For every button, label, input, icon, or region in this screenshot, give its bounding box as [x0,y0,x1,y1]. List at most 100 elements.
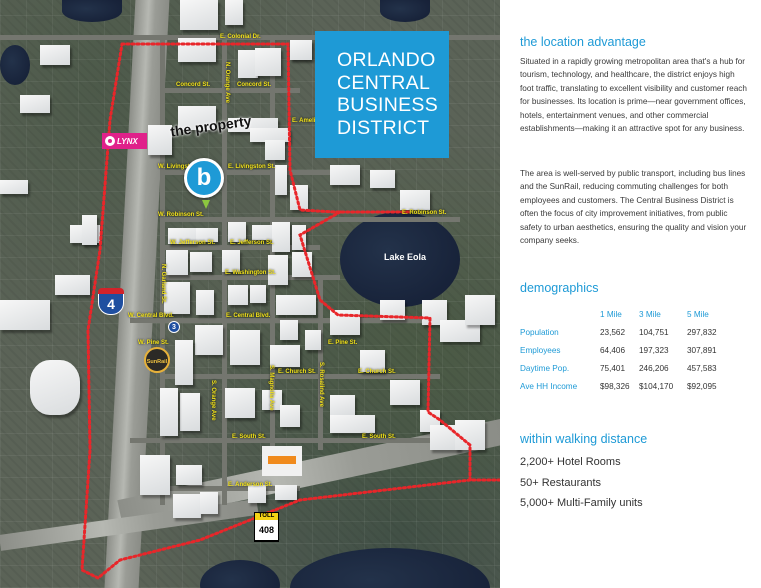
street-label-concord-w: Concord St. [176,82,210,88]
building [55,275,90,295]
building [465,295,495,325]
column-header: 5 Mile [687,309,709,319]
street-label-central-e: E. Central Blvd. [226,313,271,319]
cell: 197,323 [639,345,669,355]
aerial-map: E. Colonial Dr. Concord St. Concord St. … [0,0,500,588]
building [275,485,297,500]
building [175,340,193,385]
cell: 104,751 [639,327,669,337]
property-marker-icon[interactable]: b [184,158,224,198]
demographics-table: 1 Mile 3 Mile 5 Mile Population 23,562 1… [520,305,755,395]
building [270,345,300,367]
walking-heading: within walking distance [520,432,648,446]
table-row: Employees 64,406 197,323 307,891 [520,341,755,359]
street-label-pine-e: E. Pine St. [328,340,358,346]
street-label-washington: E. Washington St. [225,270,276,276]
building [230,330,260,365]
street-label-concord-e: Concord St. [237,82,271,88]
building [82,215,97,245]
street-label-n-orange: N. Orange Ave [224,62,230,103]
building [400,190,430,210]
building [262,390,282,410]
cell: 297,832 [687,327,717,337]
building [168,228,196,244]
building [228,222,246,242]
building [228,285,248,305]
street-label-colonial: E. Colonial Dr. [220,34,261,40]
building [330,165,360,185]
building [440,320,480,342]
street-label-livingston-e: E. Livingston St. [228,164,276,170]
building [252,225,272,240]
building [390,380,420,405]
list-item: 50+ Restaurants [520,476,602,489]
building [173,494,201,518]
street-label-jefferson-w: W. Jefferson St. [170,240,216,246]
livingston-road [160,170,340,175]
building [0,180,28,194]
lake-northwest [0,45,30,85]
row-label: Employees [520,345,561,355]
cell: $104,170 [639,381,674,391]
cell: 246,206 [639,363,669,373]
toll-408-shield-icon: TOLL 408 [254,512,279,542]
lake-north [62,0,122,22]
building [330,415,375,433]
title-line: DISTRICT [337,116,430,139]
cell: 64,406 [600,345,626,355]
table-row: Ave HH Income $98,326 $104,170 $92,095 [520,377,755,395]
concord-road [160,88,300,93]
building [330,395,355,415]
location-heading: the location advantage [520,35,646,49]
street-label-amelia: E. Amelia St. [292,118,329,124]
cell: $98,326 [600,381,630,391]
building [265,140,285,160]
list-item: 5,000+ Multi-Family units [520,497,643,509]
location-paragraph-1: Situated in a rapidly growing metropolit… [520,57,747,134]
table-row: Population 23,562 104,751 297,832 [520,323,755,341]
street-label-rosalind: S. Rosalind Ave [318,362,324,407]
walking-list: 2,200+ Hotel Rooms 50+ Restaurants 5,000… [520,452,643,514]
building [148,125,172,155]
building [196,290,214,315]
lake-northeast [380,0,430,22]
street-label-livingston-w: W. Livingston St. [158,164,207,170]
robinson-road [160,217,460,222]
street-label-garland: N. Garland St. [160,264,166,304]
row-label: Population [520,327,559,337]
title-line: ORLANDO [337,49,436,71]
building [180,393,200,431]
street-label-robinson-e: E. Robinson St. [402,210,447,216]
toll-label: TOLL [255,513,278,520]
cell: 457,583 [687,363,717,373]
lynx-label: LYNX [117,136,138,146]
demographics-heading: demographics [520,281,599,295]
garland-road [160,35,165,505]
street-label-church-e: E. Church St. [358,369,396,375]
cell: 307,891 [687,345,717,355]
interstate-number: 4 [98,294,124,315]
building [276,295,316,315]
building [250,285,266,303]
lynx-logo: LYNX [102,133,147,149]
building [290,185,308,210]
building [272,222,290,252]
building [20,95,50,113]
street-label-central-w: W. Central Blvd. [128,313,174,319]
column-header: 1 Mile [600,309,622,319]
building [370,170,395,188]
column-header: 3 Mile [639,309,661,319]
list-item: 2,200+ Hotel Rooms [520,456,621,468]
south-road [130,438,440,443]
building [0,300,50,330]
row-label: Ave HH Income [520,381,578,391]
paw-icon [105,136,115,146]
jefferson-road [160,245,320,250]
building [166,250,188,275]
colonial-road [0,35,500,40]
lake-eola-label: Lake Eola [384,252,427,262]
building [280,405,300,427]
district-boundary [80,42,500,580]
building [176,465,202,485]
rosalind-road [318,280,323,450]
